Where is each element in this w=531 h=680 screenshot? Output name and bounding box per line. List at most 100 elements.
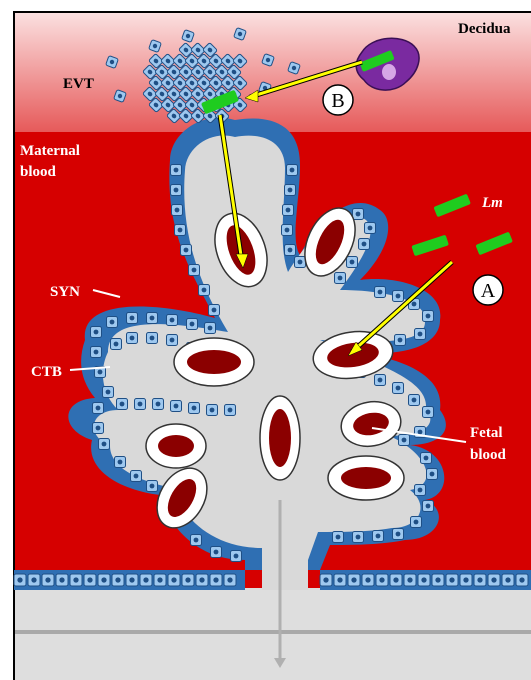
trophoblast-cell bbox=[427, 469, 438, 480]
trophoblast-cell bbox=[415, 329, 426, 340]
trophoblast-cell bbox=[390, 574, 402, 586]
decidua-layer bbox=[14, 12, 531, 132]
trophoblast-cell bbox=[393, 529, 404, 540]
trophoblast-cell bbox=[446, 574, 458, 586]
trophoblast-cell bbox=[393, 291, 404, 302]
trophoblast-cell bbox=[56, 574, 68, 586]
trophoblast-cell bbox=[107, 317, 118, 328]
lm-label: Lm bbox=[481, 195, 503, 211]
trophoblast-cell bbox=[373, 531, 384, 542]
trophoblast-cell bbox=[103, 387, 114, 398]
trophoblast-cell bbox=[415, 485, 426, 496]
trophoblast-cell bbox=[167, 315, 178, 326]
trophoblast-cell bbox=[285, 245, 296, 256]
trophoblast-cell bbox=[423, 501, 434, 512]
trophoblast-cell bbox=[172, 205, 183, 216]
trophoblast-cell bbox=[167, 335, 178, 346]
trophoblast-cell bbox=[353, 209, 364, 220]
trophoblast-cell bbox=[359, 239, 370, 250]
trophoblast-cell bbox=[191, 535, 202, 546]
trophoblast-cell bbox=[285, 185, 296, 196]
trophoblast-cell bbox=[93, 403, 104, 414]
trophoblast-cell bbox=[135, 399, 146, 410]
fetal-vessel bbox=[260, 396, 300, 480]
trophoblast-cell bbox=[127, 313, 138, 324]
trophoblast-cell bbox=[115, 457, 126, 468]
trophoblast-cell bbox=[488, 574, 500, 586]
trophoblast-cell bbox=[153, 399, 164, 410]
trophoblast-cell bbox=[111, 339, 122, 350]
trophoblast-cell bbox=[189, 403, 200, 414]
trophoblast-cell bbox=[182, 574, 194, 586]
trophoblast-cell bbox=[347, 257, 358, 268]
trophoblast-cell bbox=[395, 335, 406, 346]
evt-label: EVT bbox=[63, 76, 94, 92]
trophoblast-cell bbox=[399, 435, 410, 446]
trophoblast-cell bbox=[348, 574, 360, 586]
maternal-blood-label-line2: blood bbox=[20, 164, 57, 180]
trophoblast-cell bbox=[376, 574, 388, 586]
fetal-vessel bbox=[328, 456, 404, 500]
trophoblast-cell bbox=[282, 225, 293, 236]
trophoblast-cell bbox=[211, 547, 222, 558]
trophoblast-cell bbox=[225, 405, 236, 416]
trophoblast-cell bbox=[181, 245, 192, 256]
trophoblast-cell bbox=[168, 574, 180, 586]
trophoblast-cell bbox=[28, 574, 40, 586]
trophoblast-cell bbox=[333, 532, 344, 543]
trophoblast-cell bbox=[207, 405, 218, 416]
trophoblast-cell bbox=[117, 399, 128, 410]
marker-a-label: A bbox=[481, 280, 496, 302]
trophoblast-cell bbox=[70, 574, 82, 586]
trophoblast-cell bbox=[91, 347, 102, 358]
trophoblast-cell bbox=[421, 453, 432, 464]
fetal-blood-label-line2: blood bbox=[470, 447, 507, 463]
trophoblast-cell bbox=[404, 574, 416, 586]
trophoblast-cell bbox=[334, 574, 346, 586]
trophoblast-cell bbox=[171, 165, 182, 176]
trophoblast-cell bbox=[210, 574, 222, 586]
trophoblast-cell bbox=[320, 574, 332, 586]
fetal-vessel bbox=[146, 424, 206, 468]
trophoblast-cell bbox=[84, 574, 96, 586]
trophoblast-cell bbox=[171, 185, 182, 196]
marker-b-label: B bbox=[331, 90, 344, 112]
fetal-blood-label-line1: Fetal bbox=[470, 425, 502, 441]
maternal-blood-label-line1: Maternal bbox=[20, 143, 80, 159]
trophoblast-cell bbox=[209, 305, 220, 316]
fetal-vessel bbox=[174, 338, 254, 386]
trophoblast-cell bbox=[42, 574, 54, 586]
trophoblast-cell bbox=[147, 333, 158, 344]
trophoblast-cell bbox=[335, 273, 346, 284]
trophoblast-cell bbox=[295, 257, 306, 268]
trophoblast-cell bbox=[187, 319, 198, 330]
trophoblast-cell bbox=[93, 423, 104, 434]
trophoblast-cell bbox=[418, 574, 430, 586]
trophoblast-cell bbox=[502, 574, 514, 586]
trophoblast-cell bbox=[196, 574, 208, 586]
trophoblast-cell bbox=[474, 574, 486, 586]
trophoblast-cell bbox=[112, 574, 124, 586]
trophoblast-cell bbox=[460, 574, 472, 586]
trophoblast-cell bbox=[432, 574, 444, 586]
trophoblast-cell bbox=[423, 311, 434, 322]
trophoblast-cell bbox=[131, 471, 142, 482]
trophoblast-cell bbox=[362, 574, 374, 586]
trophoblast-cell bbox=[154, 574, 166, 586]
trophoblast-cell bbox=[224, 574, 236, 586]
trophoblast-cell bbox=[516, 574, 528, 586]
trophoblast-cell bbox=[127, 333, 138, 344]
trophoblast-cell bbox=[147, 481, 158, 492]
trophoblast-cell bbox=[171, 401, 182, 412]
trophoblast-cell bbox=[365, 223, 376, 234]
trophoblast-cell bbox=[98, 574, 110, 586]
trophoblast-cell bbox=[147, 313, 158, 324]
trophoblast-cell bbox=[91, 327, 102, 338]
syn-label: SYN bbox=[50, 284, 80, 300]
trophoblast-cell bbox=[393, 383, 404, 394]
trophoblast-cell bbox=[14, 574, 26, 586]
trophoblast-cell bbox=[375, 287, 386, 298]
trophoblast-cell bbox=[231, 551, 242, 562]
trophoblast-cell bbox=[283, 205, 294, 216]
